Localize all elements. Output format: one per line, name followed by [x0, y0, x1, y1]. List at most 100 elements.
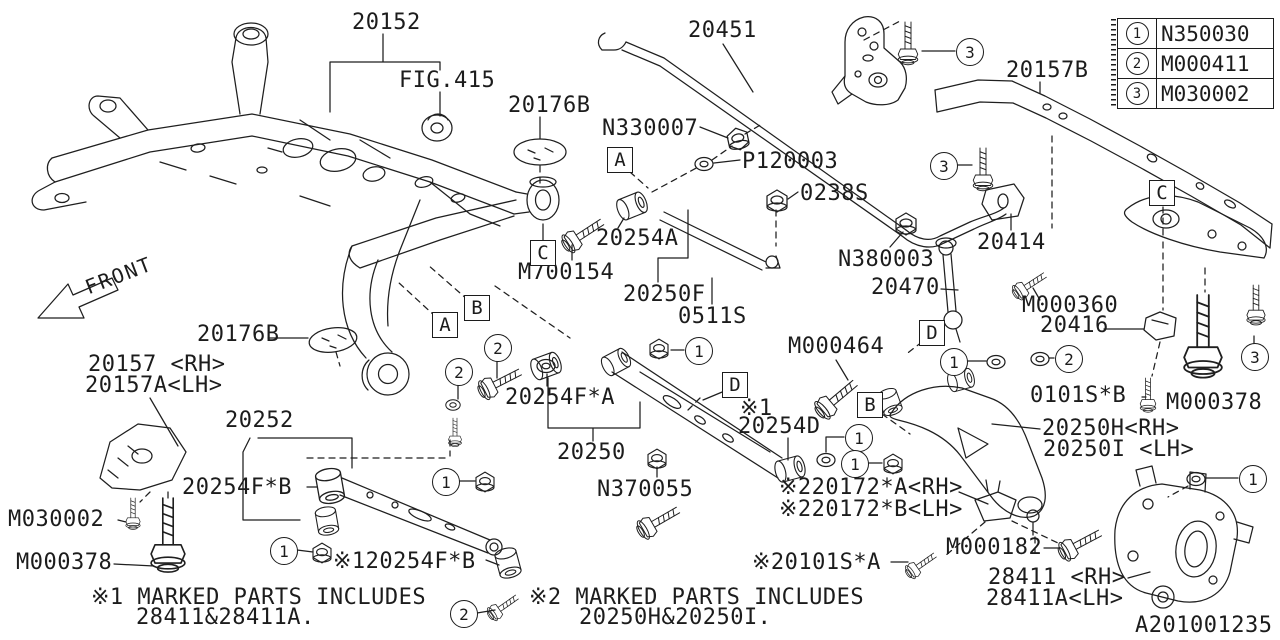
- label-120254f-b: ※120254F*B: [333, 549, 476, 574]
- ref-box-c-2: C: [1149, 180, 1175, 206]
- ref-box-b-2: B: [857, 392, 883, 418]
- ref-box-d-1: D: [722, 372, 748, 398]
- stopper-plate-icon-top: [513, 138, 567, 166]
- label-n370055: N370055: [597, 477, 694, 502]
- label-m000464: M000464: [788, 334, 885, 359]
- ref-box-c-1: C: [530, 240, 556, 266]
- label-20254f-b: 20254F*B: [182, 475, 292, 500]
- legend-row-2: 2 M000411: [1118, 49, 1273, 79]
- label-0238s: 0238S: [800, 181, 869, 206]
- label-ref-mark-1: ※1: [740, 396, 773, 421]
- legend-callout-3: 3: [1118, 79, 1157, 108]
- callout-1-a: 1: [685, 337, 713, 365]
- note-1-line-1: ※1 MARKED PARTS INCLUDES: [91, 585, 427, 610]
- label-20176b-top: 20176B: [508, 93, 591, 118]
- label-20414: 20414: [977, 230, 1046, 255]
- clip-20416-icon: [1143, 311, 1177, 341]
- label-20254a: 20254A: [596, 226, 679, 251]
- label-220172-b-lh: ※220172*B<LH>: [779, 497, 963, 522]
- label-20176b-left: 20176B: [197, 322, 280, 347]
- ref-box-a-1: A: [607, 147, 633, 173]
- label-0511s: 0511S: [678, 304, 747, 329]
- label-m030002: M030002: [8, 507, 105, 532]
- bushing-icon-20254f-a: [527, 350, 565, 382]
- label-20254f-a: 20254F*A: [505, 385, 615, 410]
- label-20416: 20416: [1040, 313, 1109, 338]
- label-20470: 20470: [871, 275, 940, 300]
- legend-callout-1: 1: [1118, 19, 1157, 48]
- legend-num-1: 1: [1125, 22, 1149, 45]
- note-1-line-2: 28411&28411A.: [136, 605, 315, 630]
- callout-2-c: 2: [1055, 345, 1083, 373]
- legend-code-1: N350030: [1161, 21, 1250, 46]
- upper-control-arm: [875, 366, 1046, 536]
- label-20250: 20250: [557, 440, 626, 465]
- rear-subframe: [31, 22, 560, 396]
- bracket-20157-icon: [99, 423, 187, 491]
- leader-lines: [113, 33, 1255, 614]
- bracket-icon-top-right: [831, 16, 907, 106]
- legend-callout-2: 2: [1118, 49, 1157, 78]
- front-arrow-icon: [37, 277, 119, 319]
- label-0101s-b: 0101S*B: [1030, 383, 1127, 408]
- legend-code-3: M030002: [1161, 81, 1250, 106]
- callout-1-f: 1: [270, 537, 298, 565]
- callout-1-b: 1: [940, 348, 968, 376]
- trailing-link: [313, 466, 523, 581]
- label-220172-a-rh: ※220172*A<RH>: [779, 475, 963, 500]
- ref-box-a-2: A: [432, 312, 458, 338]
- callout-1-d: 1: [841, 450, 869, 478]
- label-n330007: N330007: [602, 116, 699, 141]
- label-20250h-rh: 20250H<RH>: [1042, 416, 1180, 441]
- support-arm-right: [1123, 195, 1267, 259]
- note-2-line-2: 20250H&20250I.: [579, 605, 772, 630]
- label-n380003: N380003: [838, 247, 935, 272]
- callout-2-d: 2: [450, 600, 478, 628]
- label-m000360: M000360: [1022, 293, 1119, 318]
- label-20157a-lh: 20157A<LH>: [85, 373, 223, 398]
- callout-2-b: 2: [445, 358, 473, 386]
- label-m000182: M000182: [946, 535, 1043, 560]
- legend-row-3: 3 M030002: [1118, 79, 1273, 108]
- ref-box-b-1: B: [464, 295, 490, 321]
- stabilizer-clamp-icon: [981, 183, 1025, 221]
- dashed-lines: [139, 19, 1206, 557]
- label-20252: 20252: [225, 408, 294, 433]
- label-20157-rh: 20157 <RH>: [88, 352, 226, 377]
- label-28411-rh: 28411 <RH>: [988, 565, 1126, 590]
- lateral-link-front-upper: [613, 189, 781, 271]
- label-20101s-a: ※20101S*A: [752, 550, 881, 575]
- callout-3-c: 3: [1241, 343, 1269, 371]
- callout-1-g: 1: [1239, 465, 1267, 493]
- callout-3-a: 3: [956, 38, 984, 66]
- label-m700154: M700154: [518, 260, 615, 285]
- ref-box-d-2: D: [919, 320, 945, 346]
- callout-2-a: 2: [484, 334, 512, 362]
- label-m000378-left: M000378: [16, 550, 113, 575]
- label-m000378-right: M000378: [1166, 390, 1263, 415]
- arm-bracket-icon: [974, 479, 1017, 522]
- callout-1-c: 1: [845, 424, 873, 452]
- label-fig415: FIG.415: [399, 68, 496, 93]
- note-2-line-1: ※2 MARKED PARTS INCLUDES: [529, 585, 865, 610]
- label-20157b: 20157B: [1006, 58, 1089, 83]
- fastener-legend-table: 1 N350030 2 M000411 3 M030002: [1111, 18, 1274, 109]
- rear-knuckle: [1114, 465, 1254, 609]
- diagram-id: A201001235: [1135, 613, 1273, 638]
- label-20250f: 20250F: [623, 282, 706, 307]
- lateral-link-rear: [598, 345, 808, 484]
- label-20451: 20451: [688, 18, 757, 43]
- stabilizer-link-icon: [935, 237, 963, 343]
- label-p120003: P120003: [742, 149, 839, 174]
- label-20254d: 20254D: [738, 414, 821, 439]
- legend-row-1: 1 N350030: [1118, 19, 1273, 49]
- stopper-plate-icon-left: [308, 327, 358, 353]
- legend-num-3: 3: [1125, 82, 1149, 105]
- callout-3-b: 3: [930, 152, 958, 180]
- label-28411a-lh: 28411A<LH>: [986, 586, 1124, 611]
- label-20250i-lh: 20250I <LH>: [1043, 437, 1195, 462]
- callout-1-e: 1: [432, 468, 460, 496]
- fig415-bushing-icon: [421, 113, 453, 142]
